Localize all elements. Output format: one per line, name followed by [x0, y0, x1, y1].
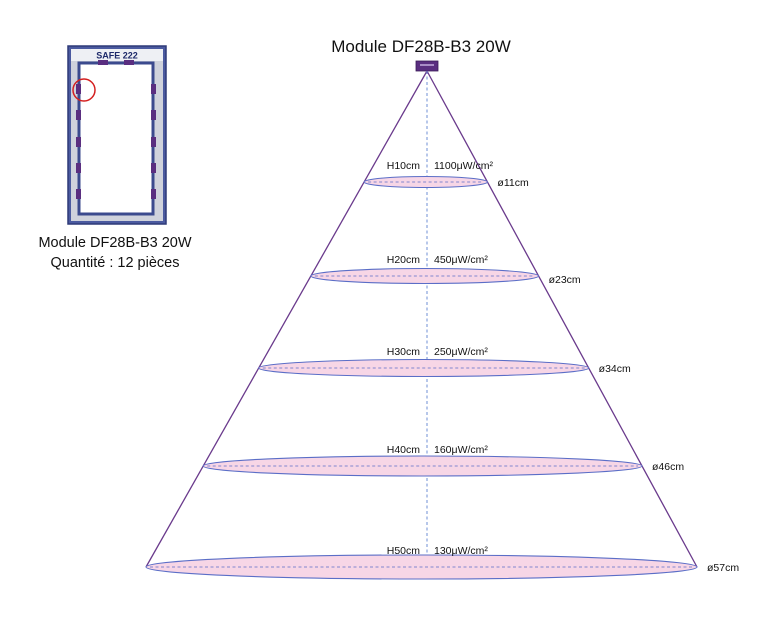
cabinet-lamp-icon	[151, 189, 156, 199]
cabinet-lamp-icon	[98, 60, 108, 65]
level-40: H40cm 160μW/cm² ø46cm	[202, 444, 684, 477]
height-label: H50cm	[387, 545, 421, 557]
height-label: H40cm	[387, 444, 421, 456]
level-20: H20cm 450μW/cm² ø23cm	[310, 254, 581, 286]
cabinet-top-bar	[71, 49, 163, 61]
cabinet-lamp-icon	[76, 137, 81, 147]
cabinet-illustration: SAFE 222	[67, 45, 167, 225]
height-label: H30cm	[387, 346, 421, 358]
level-30: H30cm 250μW/cm² ø34cm	[258, 346, 631, 378]
cabinet-lamp-icon	[76, 189, 81, 199]
cabinet-lamp-icon	[76, 163, 81, 173]
diameter-label: ø46cm	[652, 461, 684, 473]
diameter-label: ø23cm	[549, 274, 581, 286]
intensity-label: 160μW/cm²	[434, 444, 488, 456]
cabinet-lamp-icon	[124, 60, 134, 65]
cabinet-lamp-icon	[151, 163, 156, 173]
height-label: H20cm	[387, 254, 421, 266]
diagram-title: Module DF28B-B3 20W	[331, 37, 511, 56]
cabinet-lamp-icon	[151, 84, 156, 94]
cabinet-lamp-icon	[151, 137, 156, 147]
cabinet-inner-frame	[77, 61, 155, 216]
highlight-circle-icon	[72, 78, 96, 102]
cabinet-label: SAFE 222	[96, 51, 138, 61]
cone-left-edge	[145, 70, 428, 568]
level-10: H10cm 1100μW/cm² ø11cm	[363, 160, 529, 189]
intensity-label: 1100μW/cm²	[434, 160, 493, 172]
intensity-label: 450μW/cm²	[434, 254, 488, 266]
diameter-label: ø11cm	[497, 177, 529, 189]
height-label: H10cm	[387, 160, 421, 172]
cone-right-edge	[426, 70, 698, 568]
uv-module-icon	[415, 60, 439, 72]
cabinet-lamp-icon	[76, 84, 81, 94]
cabinet-lamp-icon	[151, 110, 156, 120]
intensity-label: 130μW/cm²	[434, 545, 488, 557]
diameter-label: ø57cm	[707, 562, 739, 574]
cabinet-lamp-icon	[76, 110, 81, 120]
caption-model: Module DF28B-B3 20W	[38, 235, 192, 251]
intensity-label: 250μW/cm²	[434, 346, 488, 358]
level-50: H50cm 130μW/cm² ø57cm	[145, 545, 739, 580]
cone-layer	[145, 70, 698, 568]
caption-quantity: Quantité : 12 pièces	[50, 255, 180, 271]
beam-ellipse	[310, 267, 540, 285]
diameter-label: ø34cm	[599, 363, 631, 375]
